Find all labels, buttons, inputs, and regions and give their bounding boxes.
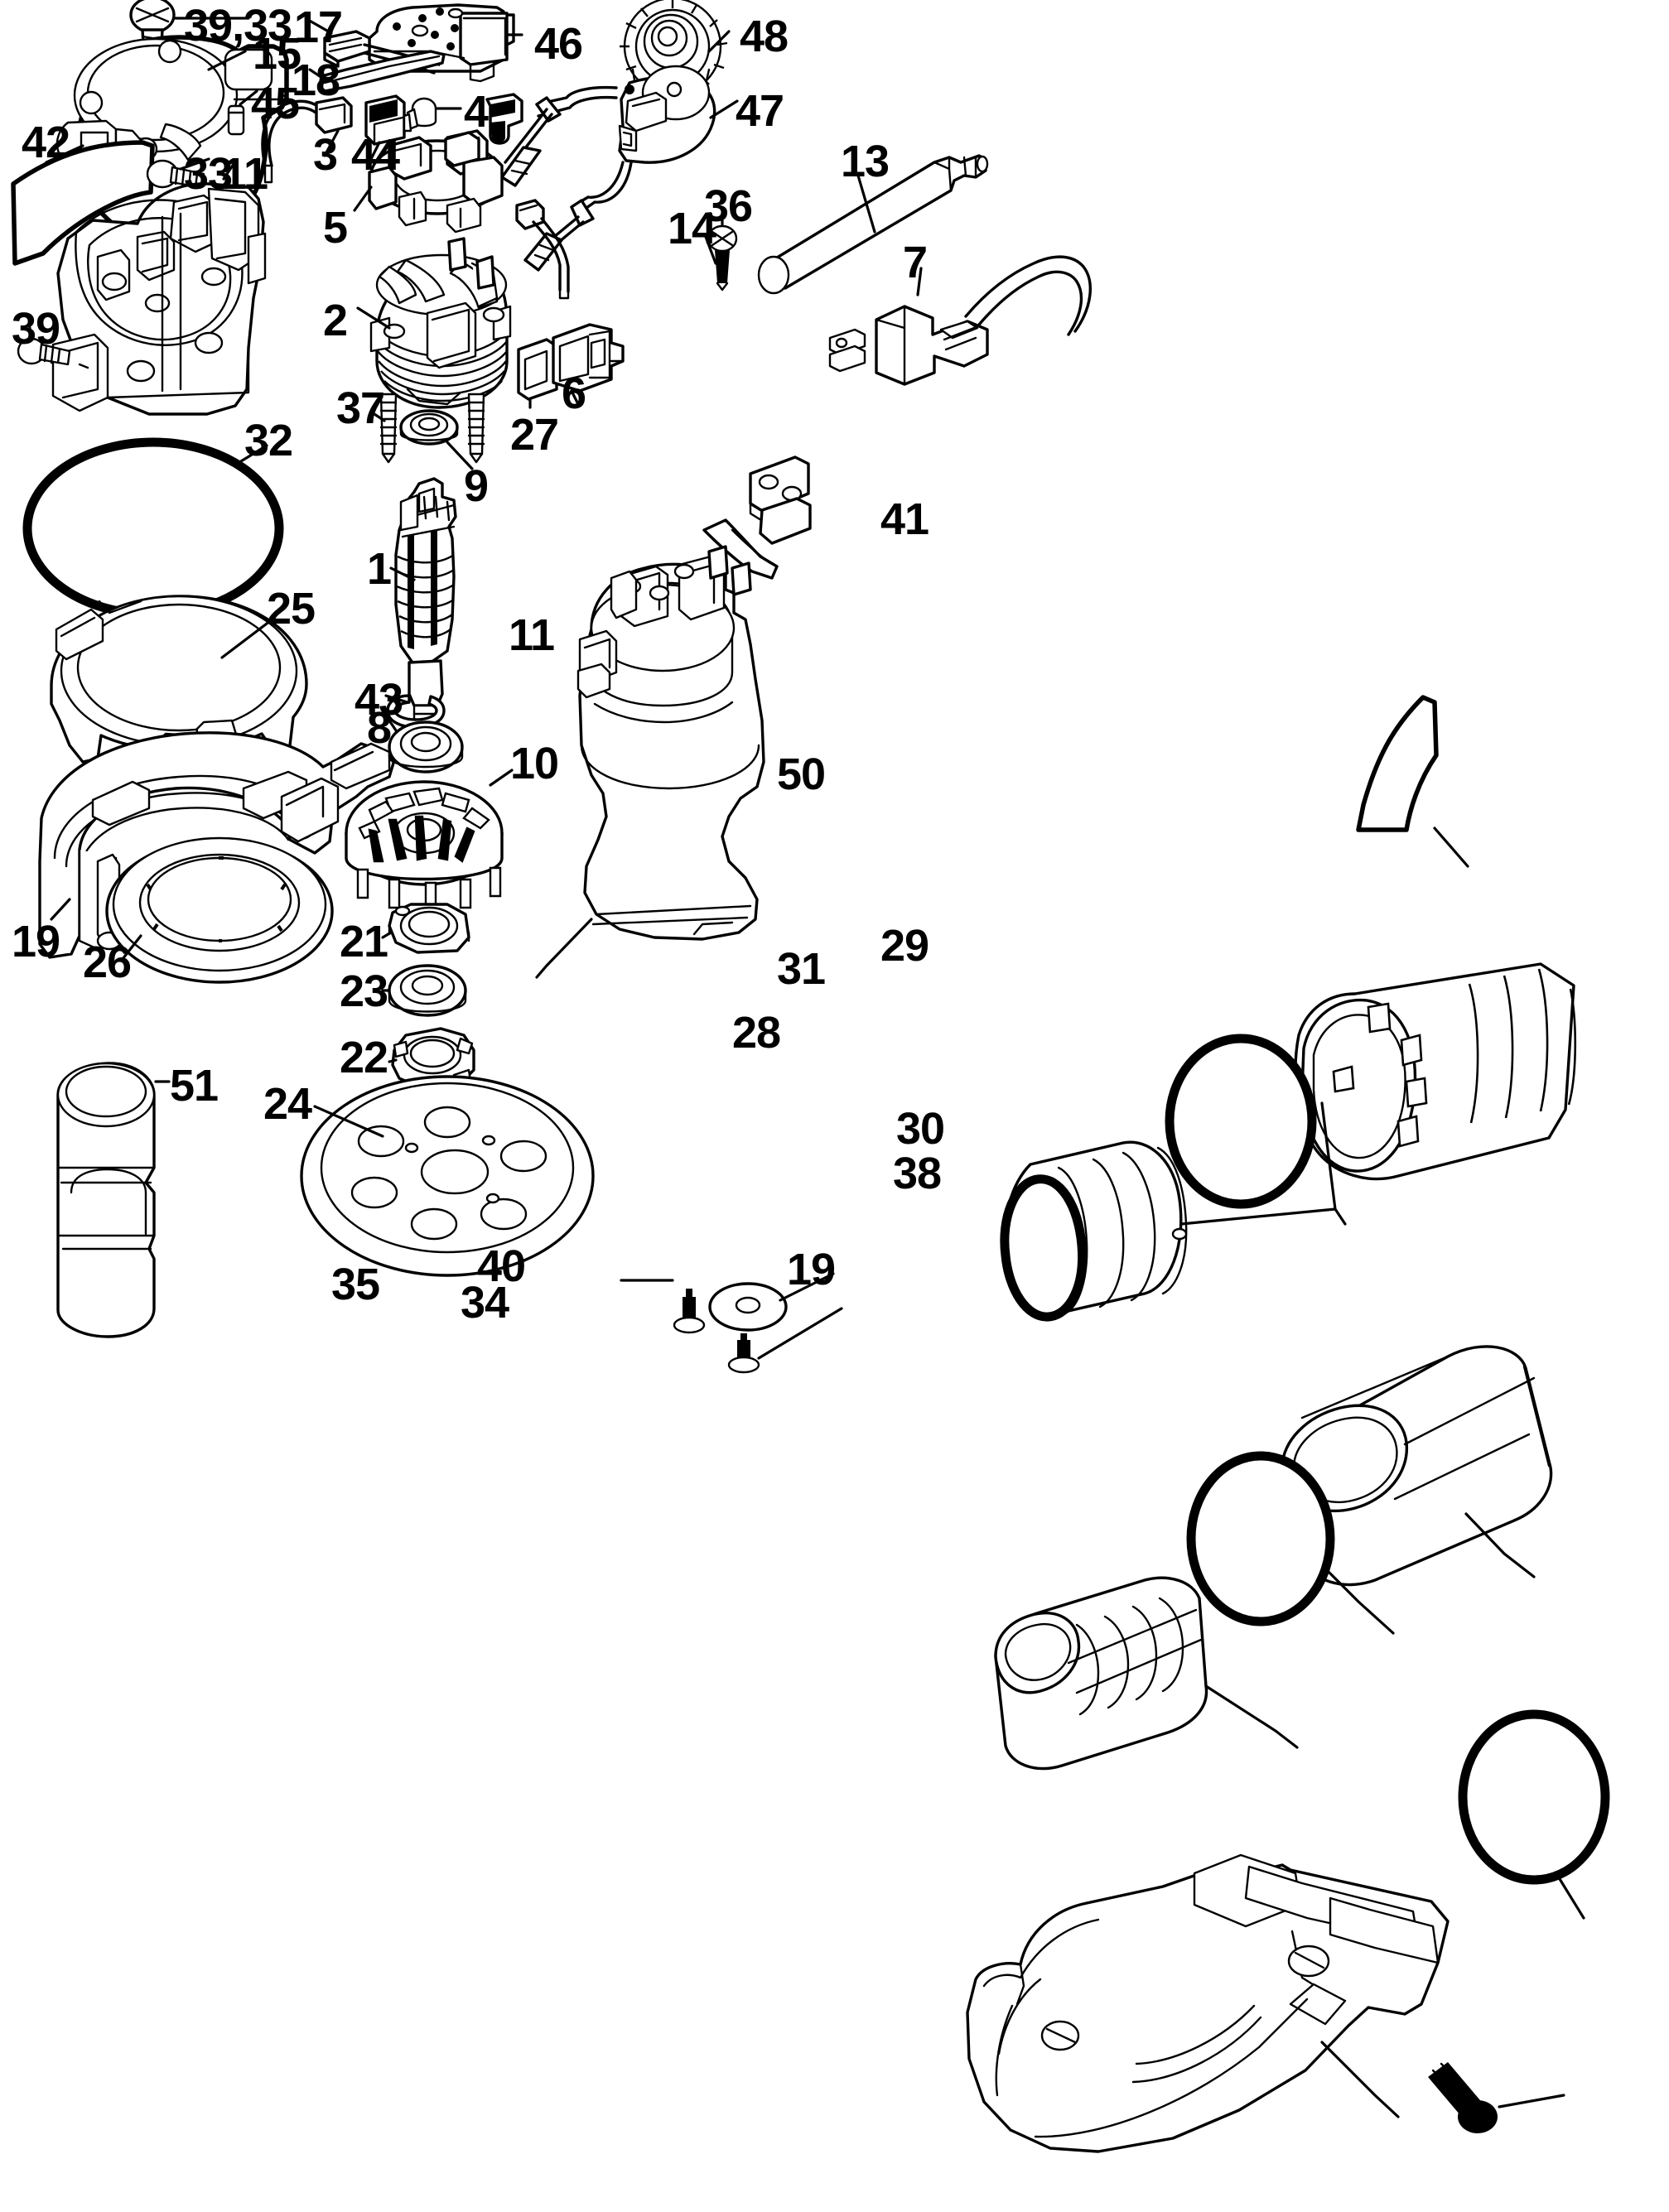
callout-51: 51 (170, 1061, 219, 1111)
part-9-bearing (399, 409, 459, 446)
part-37-long-screw (379, 393, 485, 464)
callout-10: 10 (510, 739, 559, 788)
part-45-pin (227, 104, 245, 136)
part-8-ball-bearing (388, 720, 464, 773)
callout-34: 34 (461, 1278, 509, 1328)
callout-18: 18 (292, 55, 340, 105)
part-50-dust-port-cuff (1000, 1140, 1188, 1322)
callout-23: 23 (340, 966, 388, 1016)
part-1-armature (394, 477, 457, 739)
brush-cap-detail (444, 131, 480, 167)
callout-50: 50 (777, 749, 826, 799)
callout-36: 36 (704, 181, 753, 231)
callout-28: 28 (732, 1008, 781, 1058)
part-7-power-cord-plug (828, 255, 1092, 386)
part-25-clamp-ring (50, 595, 308, 770)
part-44-brush-holder-block (364, 94, 406, 146)
part-11-motor-housing-left (51, 182, 267, 416)
callout-44: 44 (351, 130, 400, 180)
wiring-harness (500, 85, 633, 300)
part-51-vacuum-adapter (56, 1062, 156, 1338)
part-21-bearing-retainer-plate (388, 903, 470, 954)
part-47-control-module-bracket (618, 65, 716, 164)
callout-47: 47 (736, 86, 784, 136)
part-19-shroud-half-right (966, 1853, 1450, 2153)
callout-22: 22 (340, 1033, 388, 1082)
callout-41: 41 (880, 494, 929, 544)
callout-35: 35 (331, 1260, 380, 1309)
callout-32: 32 (244, 416, 293, 465)
part-2-field-stator (369, 237, 512, 409)
part-6-rocker-switch (552, 323, 625, 393)
callout-1: 1 (367, 544, 392, 594)
part-24-backing-pad (300, 1075, 595, 1277)
part-31-o-ring (1186, 1451, 1335, 1626)
callout-42: 42 (22, 118, 70, 167)
callout-48: 48 (740, 12, 789, 61)
part-43-retaining-ring (386, 694, 446, 729)
callout-39-33: 39,33 (184, 1, 292, 51)
callout-19-right: 19 (787, 1245, 836, 1294)
part-3-carbon-brush (261, 96, 353, 184)
callout-38: 38 (893, 1149, 942, 1198)
part-41-nameplate-label (1356, 695, 1439, 832)
callout-37: 37 (336, 383, 385, 433)
part-10-cooling-fan (345, 780, 504, 913)
callout-3: 3 (313, 130, 338, 180)
part-34-screw (727, 1333, 760, 1374)
part-33-screw (146, 159, 205, 189)
part-35-screw (673, 1289, 706, 1334)
callout-17: 17 (294, 2, 343, 52)
part-38-screw (1428, 2062, 1498, 2133)
part-4-brush-spring-cap-right (485, 93, 523, 145)
callout-21: 21 (340, 917, 388, 966)
callout-27: 27 (510, 410, 559, 460)
callout-2: 2 (323, 296, 348, 345)
part-50-dust-port-sleeve (1294, 962, 1577, 1181)
part-11-motor-housing-right (576, 545, 765, 941)
callout-39: 39 (12, 304, 60, 354)
callout-24: 24 (263, 1079, 312, 1129)
callout-43: 43 (355, 675, 403, 725)
part-28-dust-port-connector (994, 1576, 1208, 1771)
callout-45: 45 (251, 79, 300, 128)
callout-11-mid: 11 (509, 610, 555, 660)
part-30-o-ring (1458, 1709, 1610, 1885)
part-27-switch-cover (517, 338, 558, 401)
part-4-brush-spring-cap (403, 97, 437, 133)
callout-4: 4 (464, 87, 489, 137)
part-26-felt-ring (105, 836, 334, 984)
callout-14: 14 (668, 204, 716, 253)
callout-29: 29 (880, 921, 929, 971)
callout-7: 7 (903, 238, 928, 287)
callout-9: 9 (464, 461, 489, 511)
callout-46: 46 (534, 19, 583, 69)
callout-31: 31 (777, 944, 826, 994)
part-39-screw-lower (17, 337, 71, 366)
callout-26: 26 (83, 937, 132, 987)
part-40-washer (708, 1282, 788, 1332)
callout-40: 40 (477, 1241, 526, 1291)
part-23-ball-bearing (388, 964, 467, 1017)
callout-19-left: 19 (12, 917, 60, 966)
callout-25: 25 (267, 584, 316, 634)
callout-6: 6 (562, 369, 586, 418)
callout-13: 13 (841, 137, 890, 186)
part-14-terminal-strap (702, 455, 812, 580)
callout-8: 8 (367, 703, 392, 753)
callout-11-top: 11 (222, 149, 268, 199)
callout-15: 15 (253, 29, 301, 79)
part-32-o-ring-seal (22, 437, 284, 619)
callout-33: 33 (184, 149, 233, 199)
callout-30: 30 (896, 1104, 945, 1154)
part-19-shroud-half-left (38, 731, 396, 959)
part-18-lead-wire (318, 50, 446, 93)
callout-5: 5 (323, 203, 348, 253)
part-50-o-ring (1165, 1034, 1317, 1209)
part-22-bearing-plate (391, 1027, 475, 1090)
